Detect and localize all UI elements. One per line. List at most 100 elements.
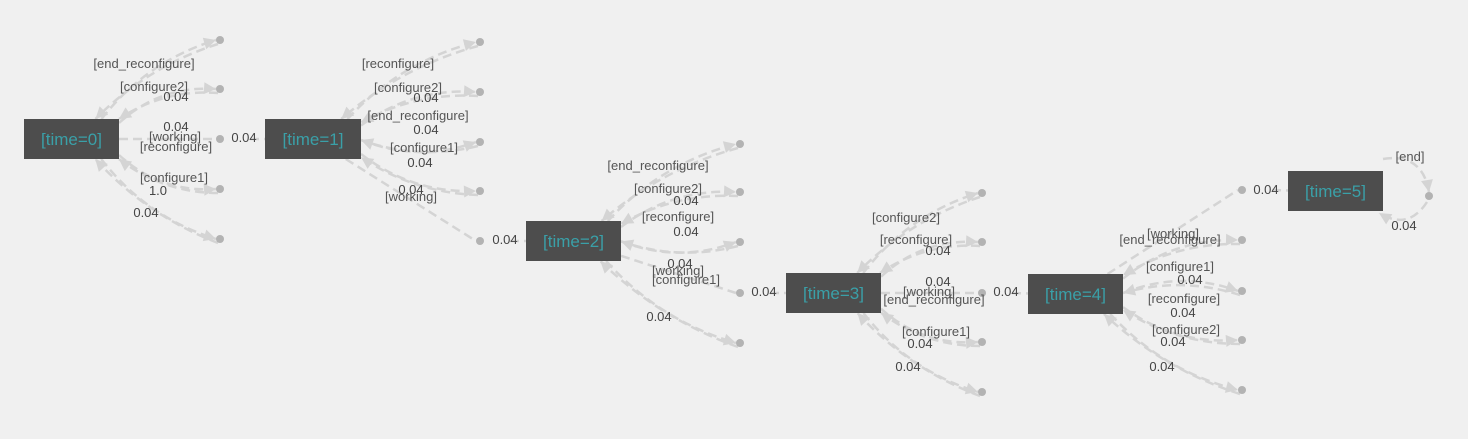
action-s4-24-point[interactable]	[1238, 386, 1246, 394]
action-s4-24-return-edge	[1103, 313, 1241, 396]
action-s1-6-probability: 0.04	[413, 122, 438, 137]
state-node-s3[interactable]: [time=3]	[786, 273, 881, 313]
state-label: [time=0]	[41, 130, 102, 149]
state-node-s2[interactable]: [time=2]	[526, 221, 621, 261]
action-s1-5-edge-arrowhead	[462, 39, 476, 51]
state-box	[1028, 274, 1123, 314]
action-s1-5-return-edge-arrowhead	[341, 106, 355, 119]
action-s1-5-edge	[346, 40, 477, 120]
action-s3-15-return-edge	[856, 195, 981, 274]
action-s2-10-return-edge	[600, 146, 739, 222]
action-s4-20-probability: 0.04	[1253, 182, 1278, 197]
action-s2-11-probability: 0.04	[673, 224, 698, 239]
action-s3-15-point[interactable]	[978, 189, 986, 197]
action-s4-21-return-edge	[1122, 242, 1241, 277]
action-s3-18-point[interactable]	[978, 338, 986, 346]
action-s0-1-point[interactable]	[216, 85, 224, 93]
action-s2-12-point[interactable]	[736, 238, 744, 246]
action-s1-5-point[interactable]	[476, 38, 484, 46]
state-label: [time=3]	[803, 284, 864, 303]
action-s5-25-probability: 0.04	[1391, 218, 1416, 233]
state-node-s4[interactable]: [time=4]	[1028, 274, 1123, 314]
action-s3-19-return-edge	[856, 312, 981, 398]
action-s4-21-edge-arrowhead	[1225, 233, 1238, 246]
action-s1-6-edge-arrowhead	[463, 85, 476, 98]
action-s1-6-label: [configure2]	[374, 80, 442, 95]
action-s1-8-label: [configure1]	[390, 140, 458, 155]
action-s4-22-point[interactable]	[1238, 287, 1246, 295]
state-box	[1288, 171, 1383, 211]
action-s0-0-edge	[100, 38, 217, 120]
state-node-s1[interactable]: [time=1]	[265, 119, 361, 159]
action-s4-23-point[interactable]	[1238, 336, 1246, 344]
action-s4-23-label: [reconfigure]	[1148, 291, 1220, 306]
action-s3-16-probability: 0.04	[925, 274, 950, 289]
action-s0-2-point[interactable]	[216, 135, 224, 143]
action-s3-19-edge-arrowhead	[964, 382, 978, 395]
action-s1-7-label: [end_reconfigure]	[367, 108, 468, 123]
action-s1-5-probability: 0.04	[413, 90, 438, 105]
state-box	[24, 119, 119, 159]
action-s5-25-point[interactable]	[1425, 192, 1433, 200]
action-s2-13-edge	[620, 254, 737, 295]
action-s3-18-return-edge-arrowhead	[881, 312, 895, 325]
edge-labels: [end_reconfigure]0.04[configure2]0.04[wo…	[93, 56, 1424, 374]
action-s2-13-point[interactable]	[736, 289, 744, 297]
action-s1-9-edge	[345, 157, 477, 243]
action-s0-3-probability: 1.0	[149, 183, 167, 198]
state-box	[265, 119, 361, 159]
action-s0-0-edge-arrowhead	[202, 37, 216, 50]
action-s0-0-probability: 0.04	[163, 89, 188, 104]
action-s3-15-edge	[862, 191, 979, 274]
action-s4-21-point[interactable]	[1238, 236, 1246, 244]
action-s0-4-edge-arrowhead	[202, 229, 216, 242]
action-s3-17-point[interactable]	[978, 289, 986, 297]
action-s3-15-return-edge-arrowhead	[857, 260, 870, 273]
action-s2-10-point[interactable]	[736, 140, 744, 148]
action-s2-10-edge-arrowhead	[722, 141, 736, 153]
action-s2-14-return-edge	[599, 260, 739, 349]
action-s1-9-label: [working]	[385, 189, 437, 204]
action-s4-20-point[interactable]	[1238, 186, 1246, 194]
action-s2-14-point[interactable]	[736, 339, 744, 347]
action-s0-0-return-edge	[94, 42, 219, 120]
action-s0-4-return-edge	[94, 158, 219, 245]
action-s2-12-edge-arrowhead	[722, 240, 736, 252]
action-s1-9-point[interactable]	[476, 237, 484, 245]
action-s2-14-edge	[605, 260, 737, 345]
action-s1-7-return-edge-arrowhead	[361, 138, 375, 150]
action-s1-6-return-edge	[360, 94, 479, 124]
action-s1-9-probability: 0.04	[492, 232, 517, 247]
action-s2-10-label: [end_reconfigure]	[607, 158, 708, 173]
action-s0-3-point[interactable]	[216, 185, 224, 193]
action-s3-19-point[interactable]	[978, 388, 986, 396]
action-s3-16-point[interactable]	[978, 238, 986, 246]
action-s2-11-point[interactable]	[736, 188, 744, 196]
action-s4-23-probability: 0.04	[1160, 334, 1185, 349]
action-s2-11-label: [configure2]	[634, 181, 702, 196]
action-s1-8-return-edge-arrowhead	[361, 157, 375, 169]
state-node-s0[interactable]: [time=0]	[24, 119, 119, 159]
action-s0-1-return-edge-arrowhead	[118, 107, 133, 119]
state-box	[526, 221, 621, 261]
action-s4-22-edge	[1122, 279, 1239, 295]
action-s0-0-point[interactable]	[216, 36, 224, 44]
action-s2-10-return-edge-arrowhead	[601, 208, 615, 221]
action-s5-25-edge-arrowhead	[1421, 179, 1433, 192]
action-s1-7-probability: 0.04	[407, 155, 432, 170]
action-s1-8-point[interactable]	[476, 187, 484, 195]
action-s2-11-return-edge	[620, 194, 739, 226]
action-s3-16-return-edge-arrowhead	[879, 261, 894, 273]
action-s4-21-return-edge-arrowhead	[1123, 263, 1137, 276]
action-s2-11-edge-arrowhead	[723, 185, 736, 198]
action-s1-6-point[interactable]	[476, 88, 484, 96]
action-s0-4-point[interactable]	[216, 235, 224, 243]
state-node-s5[interactable]: [time=5]	[1288, 171, 1383, 211]
action-s3-17-probability: 0.04	[993, 284, 1018, 299]
action-s2-10-edge	[606, 142, 737, 222]
action-s4-21-probability: 0.04	[1177, 272, 1202, 287]
action-s1-8-edge-arrowhead	[463, 185, 476, 198]
action-s1-7-point[interactable]	[476, 138, 484, 146]
action-s4-24-return-edge-arrowhead	[1103, 314, 1117, 327]
